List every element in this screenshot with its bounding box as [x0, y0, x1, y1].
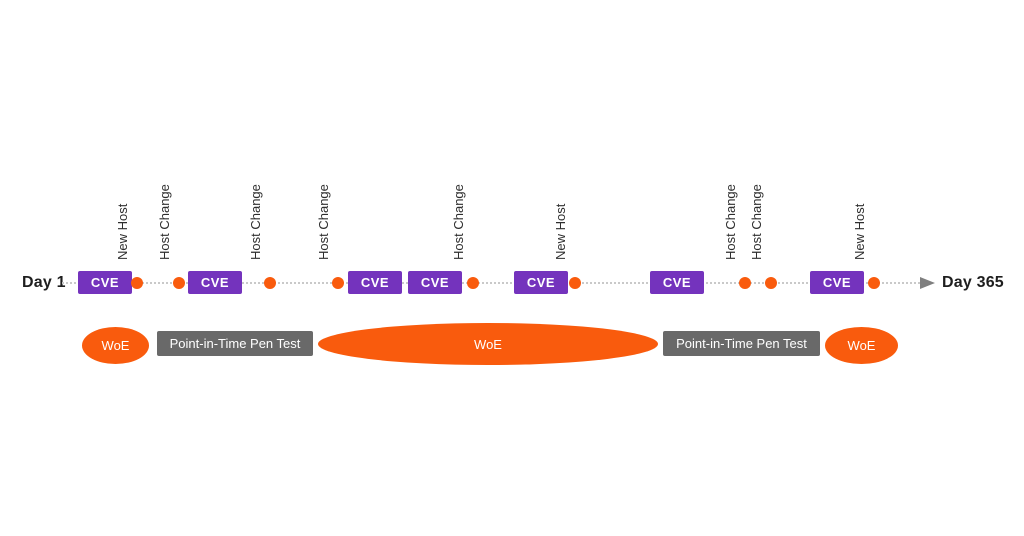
- event-label: Host Change: [248, 184, 263, 260]
- timeline-arrow-icon: [920, 277, 935, 289]
- event-label: Host Change: [451, 184, 466, 260]
- event-dot: [739, 277, 751, 289]
- woe-ellipse: WoE: [82, 327, 149, 364]
- event-dot: [332, 277, 344, 289]
- event-dot: [765, 277, 777, 289]
- pen-test-box: Point-in-Time Pen Test: [663, 331, 820, 356]
- event-label: Host Change: [749, 184, 764, 260]
- cve-box: CVE: [408, 271, 462, 294]
- event-dot: [131, 277, 143, 289]
- event-dot: [868, 277, 880, 289]
- event-dot: [173, 277, 185, 289]
- event-dot: [264, 277, 276, 289]
- pen-test-box: Point-in-Time Pen Test: [157, 331, 313, 356]
- cve-box: CVE: [514, 271, 568, 294]
- timeline-dotted-line: [62, 282, 920, 284]
- woe-ellipse: WoE: [825, 327, 898, 364]
- day-1-label: Day 1: [22, 274, 66, 291]
- cve-box: CVE: [810, 271, 864, 294]
- event-label: New Host: [553, 203, 568, 260]
- event-dot: [467, 277, 479, 289]
- cve-box: CVE: [188, 271, 242, 294]
- event-dot: [569, 277, 581, 289]
- woe-ellipse: WoE: [318, 323, 658, 365]
- cve-box: CVE: [348, 271, 402, 294]
- event-label: Host Change: [723, 184, 738, 260]
- event-label: Host Change: [316, 184, 331, 260]
- event-label: New Host: [852, 203, 867, 260]
- cve-box: CVE: [650, 271, 704, 294]
- event-label: New Host: [115, 203, 130, 260]
- cve-box: CVE: [78, 271, 132, 294]
- event-label: Host Change: [157, 184, 172, 260]
- day-365-label: Day 365: [942, 274, 1004, 291]
